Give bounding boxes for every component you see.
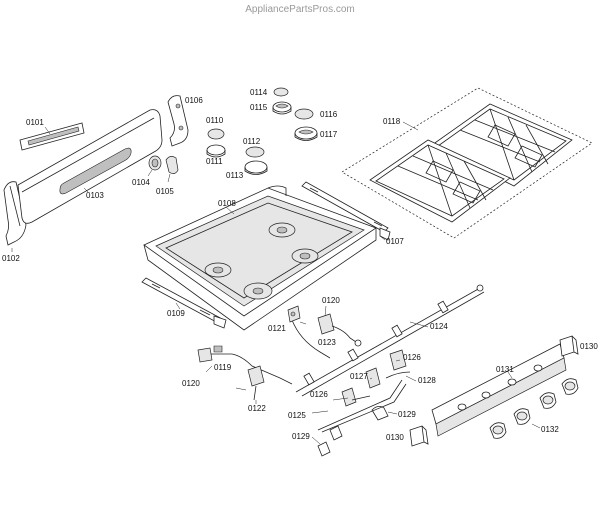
control-knobs (489, 378, 579, 439)
label-0116: 0116 (320, 110, 338, 119)
label-0120-lower: 0120 (182, 379, 200, 388)
label-0103: 0103 (86, 191, 104, 200)
cooktop-grates (341, 87, 593, 239)
control-panel-backguard (17, 109, 163, 224)
label-0132: 0132 (541, 425, 559, 434)
label-0106: 0106 (185, 96, 203, 105)
burner-cap-left (207, 128, 225, 140)
label-0124: 0124 (430, 322, 448, 331)
gas-manifold (295, 284, 485, 397)
label-0102: 0102 (2, 254, 20, 263)
label-0129-right: 0129 (398, 410, 416, 419)
burner-base-small (272, 101, 292, 115)
middle-valves (311, 349, 417, 457)
right-side-bracket (167, 95, 189, 147)
left-side-rail (141, 277, 227, 329)
label-0126-right: 0126 (403, 353, 421, 362)
label-0109: 0109 (167, 309, 185, 318)
cooktop-main (143, 185, 377, 331)
burner-cap-large (294, 108, 314, 120)
control-knob-small (147, 155, 162, 177)
left-side-bracket (3, 181, 27, 252)
burner-base-left (206, 144, 226, 158)
front-manifold-panel (431, 343, 567, 437)
label-0122: 0122 (248, 404, 266, 413)
label-0126-left: 0126 (310, 390, 328, 399)
label-0108: 0108 (218, 199, 236, 208)
label-0128: 0128 (418, 376, 436, 385)
burner-cap-middle (245, 146, 265, 158)
label-0113: 0113 (226, 171, 244, 180)
lower-valve-assembly (197, 345, 293, 404)
label-0105: 0105 (156, 187, 174, 196)
burner-base-large (294, 126, 318, 141)
label-0112: 0112 (243, 137, 261, 146)
control-knob (165, 156, 179, 183)
right-side-rail (301, 181, 391, 241)
label-0115: 0115 (250, 103, 268, 112)
label-0118: 0118 (383, 117, 401, 126)
end-cap-left (409, 425, 429, 447)
label-0120-upper: 0120 (322, 296, 340, 305)
label-0130-left: 0130 (386, 433, 404, 442)
label-0110: 0110 (206, 116, 224, 125)
burner-cap-small (273, 87, 289, 97)
label-0125: 0125 (288, 411, 306, 420)
label-0111: 0111 (206, 157, 223, 166)
upper-valve-assembly (287, 305, 362, 359)
label-0107: 0107 (386, 237, 404, 246)
label-0117: 0117 (320, 130, 338, 139)
burner-base-middle (244, 160, 268, 175)
watermark: AppliancePartsPros.com (245, 4, 355, 15)
label-0104: 0104 (132, 178, 150, 187)
label-0121: 0121 (268, 324, 286, 333)
control-label-strip (19, 122, 85, 151)
label-0123: 0123 (318, 338, 336, 347)
end-cap-right (559, 335, 579, 357)
label-0119: 0119 (214, 363, 232, 372)
label-0101: 0101 (26, 118, 44, 127)
label-0130-right: 0130 (580, 342, 598, 351)
label-0131: 0131 (496, 365, 514, 374)
label-0129-left: 0129 (292, 432, 310, 441)
label-0114: 0114 (250, 88, 268, 97)
label-0127: 0127 (350, 372, 368, 381)
